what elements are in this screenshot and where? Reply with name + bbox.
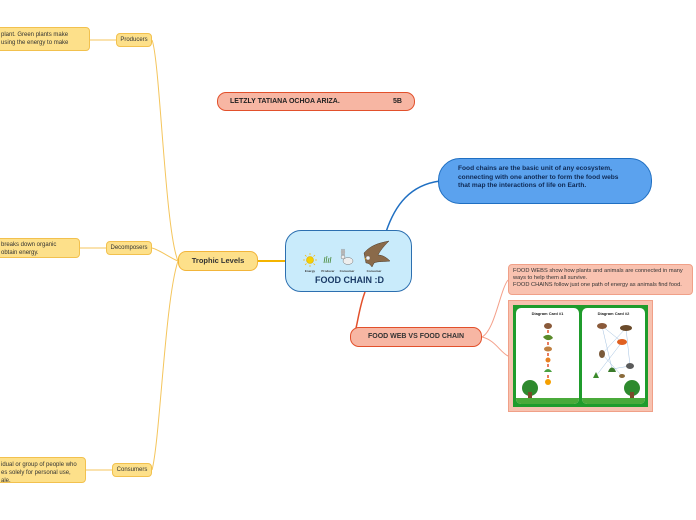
food-chain-illustration: Energy Producer Consumer Consumer [303,240,391,273]
webchain-image: Diagram Card #1 [513,305,648,407]
webchain-node[interactable]: FOOD WEB VS FOOD CHAIN [350,327,482,347]
grass-icon [323,255,332,264]
sun-icon [303,253,317,267]
consumers-note[interactable]: idual or group of people who es solely f… [0,457,86,483]
diagram-card-right-title: Diagram Card #2 [597,311,630,316]
author-grade: 5B [393,98,402,105]
author-name: LETZLY TATIANA OCHOA ARIZA. [230,98,340,105]
food-web-icon [582,323,645,404]
food-chain-stack-icon [516,323,579,404]
central-title: FOOD CHAIN :D [315,275,384,285]
decomposers-note[interactable]: breaks down organic obtain energy. [0,238,80,258]
chain-label-producer: Producer [321,269,335,273]
consumers-node[interactable]: Consumers [112,463,152,477]
trophic-levels-node[interactable]: Trophic Levels [178,251,258,271]
central-node[interactable]: Energy Producer Consumer Consumer FOOD C… [285,230,412,292]
producers-note[interactable]: plant. Green plants make using the energ… [0,27,90,51]
chain-label-consumer-1: Consumer [340,269,356,273]
diagram-card-right: Diagram Card #2 [582,308,645,404]
diagram-card-left-title: Diagram Card #1 [531,311,564,316]
rabbit-icon [340,248,354,265]
decomposers-node[interactable]: Decomposers [106,241,152,255]
webchain-image-frame[interactable]: Diagram Card #1 [508,300,653,412]
eagle-icon [363,240,391,268]
diagram-card-left: Diagram Card #1 [516,308,579,404]
definition-node[interactable]: Food chains are the basic unit of any ec… [438,158,652,204]
chain-label-energy: Energy [305,269,316,273]
chain-label-consumer-2: Consumer [367,269,383,273]
webchain-note[interactable]: FOOD WEBS show how plants and animals ar… [508,264,693,295]
producers-node[interactable]: Producers [116,33,152,47]
author-node[interactable]: LETZLY TATIANA OCHOA ARIZA. 5B [217,92,415,111]
